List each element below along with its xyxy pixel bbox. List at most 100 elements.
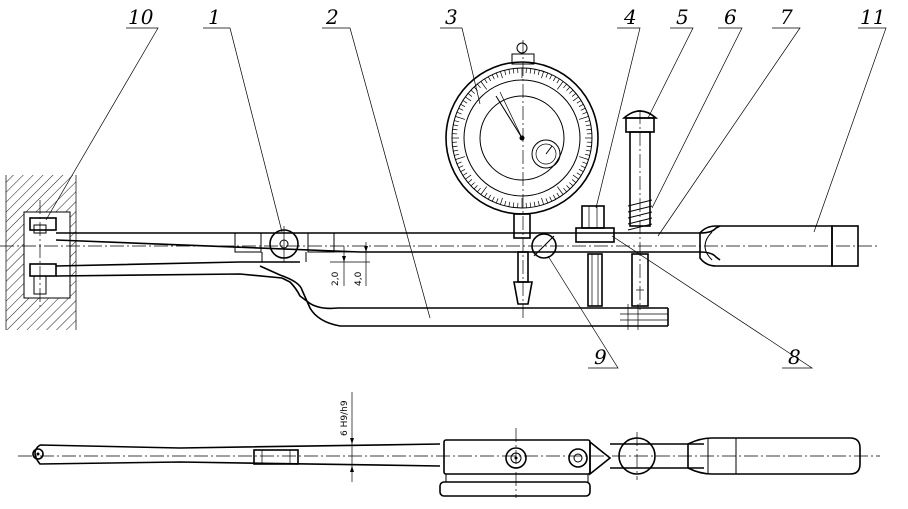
dial-tick: [585, 149, 591, 152]
dial-tick: [487, 76, 491, 82]
callout-5: 5: [676, 5, 689, 29]
top-view: 2,0 4,0: [0, 5, 887, 369]
dial-tick: [576, 172, 582, 176]
dial-tick: [569, 89, 574, 94]
dial-tick: [566, 86, 571, 91]
dial-tick: [484, 192, 488, 198]
plan-view: 6 H9/h9: [18, 392, 880, 498]
fit-dimension: 6 H9/h9: [340, 392, 354, 482]
leader-lines: [45, 27, 887, 369]
dial-tick: [571, 179, 577, 183]
dial-tick: [584, 153, 590, 156]
dial-tick: [556, 192, 560, 198]
dial-tick: [537, 70, 540, 76]
dial-tick: [529, 68, 532, 74]
dial-tick: [484, 78, 488, 84]
dim-2-0: 2,0: [331, 271, 341, 286]
dial-tick: [508, 201, 511, 207]
dial-tick: [578, 169, 584, 173]
dial-tick: [456, 111, 462, 115]
dial-tick: [569, 182, 574, 187]
dial-tick: [473, 185, 478, 190]
dial-tick: [586, 145, 592, 148]
plan-wedge: [589, 440, 612, 476]
dial-tick: [465, 174, 472, 180]
dial-tick: [537, 200, 540, 206]
dial-tick: [580, 107, 586, 111]
dial-tick: [541, 197, 544, 205]
dial-tick: [578, 103, 584, 107]
dial-tick: [500, 197, 503, 205]
plan-slot: [253, 449, 299, 465]
body-bar: [259, 265, 669, 330]
dial-tick: [495, 198, 499, 204]
dial-tick: [500, 71, 503, 79]
dial-tick: [462, 100, 468, 104]
dial-tick: [586, 128, 592, 131]
dial-tick: [584, 120, 590, 123]
spring-plunger: [621, 110, 659, 310]
dial-tick: [455, 116, 466, 120]
dim-fit: 6 H9/h9: [340, 400, 350, 436]
dial-tick: [580, 165, 586, 169]
dial-tick: [578, 156, 589, 160]
dial-tick: [453, 124, 459, 127]
dial-ticks: [452, 68, 592, 208]
callout-9: 9: [594, 345, 607, 369]
callout-6: 6: [724, 5, 737, 29]
dial-tick: [456, 161, 462, 165]
dial-tick: [585, 124, 591, 127]
callout-1: 1: [208, 5, 221, 29]
handle: [699, 225, 859, 267]
dial-tick: [553, 194, 557, 200]
dial-tick: [529, 202, 532, 208]
callout-7: 7: [780, 5, 793, 29]
dial-tick: [452, 145, 458, 148]
dial-tick: [455, 156, 466, 160]
dial-tick: [480, 186, 488, 195]
dial-tick: [533, 201, 536, 207]
dial-tick: [582, 161, 588, 165]
dial-tick: [582, 111, 588, 115]
dial-tick: [504, 70, 507, 76]
dial-tick: [470, 89, 475, 94]
dial-tick: [467, 93, 473, 97]
dial-tick: [495, 72, 499, 78]
stop-with-nut: [575, 205, 615, 307]
dial-tick: [545, 72, 549, 78]
dial-tick: [508, 69, 511, 75]
workpiece-wall: [5, 175, 77, 330]
dial-tick: [512, 202, 515, 208]
callout-3: 3: [445, 5, 458, 29]
dial-tick: [452, 128, 458, 131]
dial-tick: [563, 187, 567, 193]
dial-tick: [578, 116, 589, 120]
dial-tick: [572, 96, 579, 102]
lower-lever: [55, 261, 300, 279]
hinge: [234, 226, 335, 262]
callout-8: 8: [788, 345, 801, 369]
dial-tick: [541, 71, 544, 79]
dim-4-0: 4,0: [354, 271, 364, 286]
dial-tick: [563, 83, 567, 89]
dial-tick: [566, 185, 571, 190]
plan-handle: [687, 437, 861, 475]
dial-tick: [477, 83, 481, 89]
dial-tick: [467, 179, 473, 183]
plan-indicator-body: [439, 428, 591, 498]
dial-indicator: [445, 40, 599, 320]
dial-tick: [545, 198, 549, 204]
dial-tick: [556, 81, 564, 90]
clamp-screw: [531, 233, 557, 259]
dial-tick: [512, 68, 515, 74]
dial-tick: [491, 196, 495, 202]
dial-tick: [465, 96, 472, 102]
callout-11: 11: [860, 5, 885, 29]
dial-tick: [454, 153, 460, 156]
dial-tick: [533, 69, 536, 75]
upper-lever: [55, 225, 721, 261]
dial-tick: [460, 103, 466, 107]
dial-tick: [458, 165, 464, 169]
dial-tick: [571, 93, 577, 97]
